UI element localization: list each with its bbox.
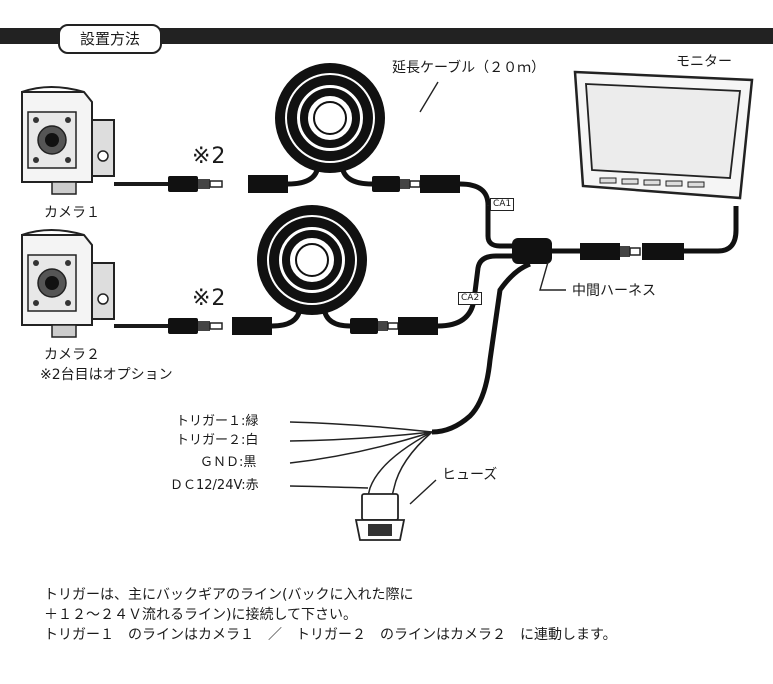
- ca2-tag: CA2: [458, 292, 483, 305]
- extension-cable1-coil: [275, 63, 385, 173]
- footer-line-1: トリガーは、主にバックギアのライン(バックに入れた際に: [44, 587, 414, 603]
- camera2-connector: [168, 318, 223, 334]
- note-mark-camera1: ※2: [192, 144, 227, 169]
- extension-cable2-coil: [257, 205, 367, 315]
- harness-label: 中間ハーネス: [572, 283, 656, 299]
- harness-junction: [512, 238, 552, 264]
- note-mark-camera2: ※2: [192, 286, 227, 311]
- extension-cable2-left-plug: [232, 317, 272, 335]
- power-wires: [289, 421, 433, 497]
- footer-note: トリガーは、主にバックギアのライン(バックに入れた際に ＋１２～２４Ｖ流れるライ…: [44, 585, 617, 645]
- harness-leader: [539, 261, 566, 291]
- camera1-connector: [168, 176, 223, 192]
- ca2-cable: [437, 253, 512, 329]
- camera1-label: カメラ１: [44, 205, 100, 221]
- power-trunk: [431, 261, 531, 435]
- ca1-socket: [420, 175, 460, 193]
- camera2-icon: [21, 229, 115, 338]
- camera2-note: ※2台目はオプション: [40, 367, 173, 383]
- extension-cable2-right-plug: [350, 318, 399, 334]
- monitor-cable-plug: [642, 243, 684, 260]
- wire-label-trigger1: トリガー１:緑: [176, 414, 259, 429]
- header-bar: [0, 28, 773, 44]
- camera2-label: カメラ２: [44, 347, 100, 363]
- ca1-tag: CA1: [490, 198, 515, 211]
- wire-label-trigger2: トリガー２:白: [176, 433, 259, 448]
- wire-label-dc: ＤＣ12/24V:赤: [170, 478, 259, 493]
- ca2-socket: [398, 317, 438, 335]
- footer-line-3: トリガー１ のラインはカメラ１ ／ トリガー２ のラインはカメラ２ に連動します…: [44, 627, 617, 643]
- extension-cable1-right-plug: [372, 176, 421, 192]
- wire-label-gnd: ＧＮＤ:黒: [200, 455, 257, 470]
- extension-cable-leader: [419, 81, 439, 113]
- footer-line-2: ＋１２～２４Ｖ流れるライン)に接続して下さい。: [44, 607, 358, 623]
- fuse-label: ヒューズ: [442, 467, 498, 483]
- monitor-icon: [573, 70, 754, 200]
- section-title: 設置方法: [58, 24, 162, 54]
- ca1-cable: [459, 181, 512, 249]
- fuse-icon: [354, 493, 406, 541]
- extension-cable-label: 延長ケーブル（２０ｍ）: [392, 60, 546, 76]
- extension-cable1-left-plug: [248, 175, 288, 193]
- fuse-leader: [409, 479, 437, 505]
- harness-monitor-plug: [580, 243, 641, 260]
- camera1-icon: [21, 86, 115, 195]
- monitor-label: モニター: [676, 54, 732, 70]
